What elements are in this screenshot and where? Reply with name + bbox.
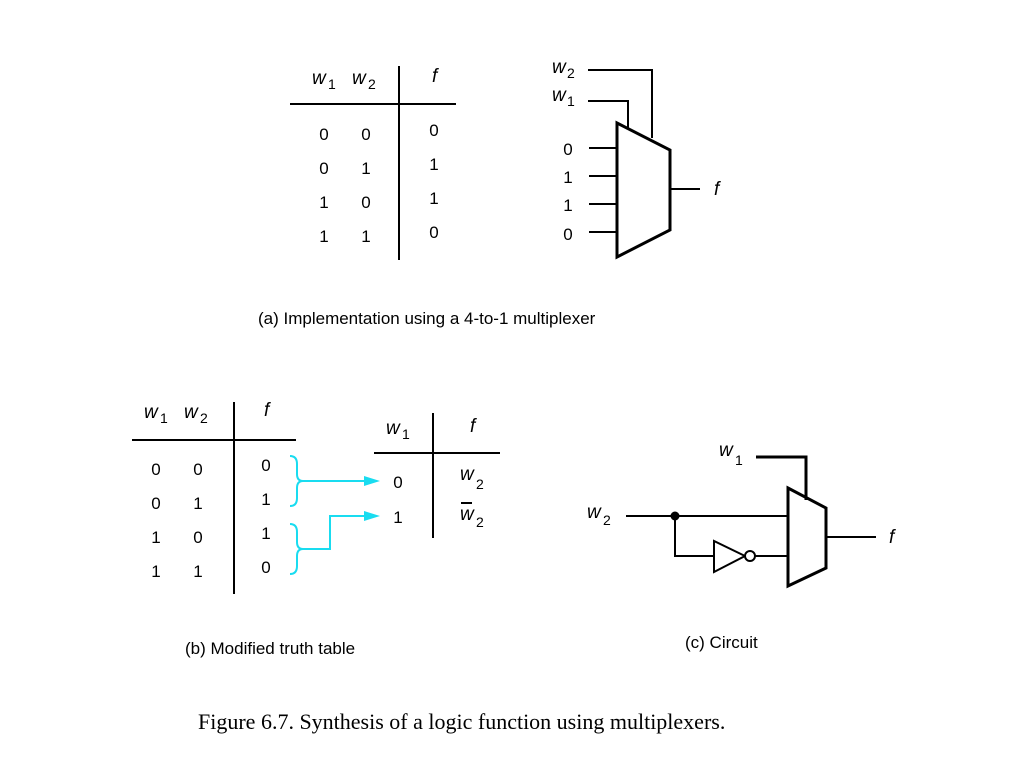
reduced-w1-0: 0	[393, 473, 402, 492]
circuit: w 1 w 2 f	[587, 440, 896, 589]
circuit-output-f: f	[889, 527, 896, 548]
svg-text:w: w	[352, 68, 367, 89]
table-b-w2-1: 1	[193, 494, 202, 513]
reduced-f-0: w 2	[460, 464, 484, 492]
header-w2: w 2	[352, 68, 376, 92]
table-a-w1-2: 1	[319, 193, 328, 212]
table-a-f-3: 0	[429, 223, 438, 242]
truth-table-a: w 1 w 2 f 0 0 0 0 1 1 1 0 1 1 1 0	[290, 66, 456, 260]
table-a-f-0: 0	[429, 121, 438, 140]
reduced-header-w1: w 1	[386, 418, 410, 442]
brace-lower	[289, 523, 304, 575]
svg-text:2: 2	[476, 476, 484, 492]
table-b-f-1: 1	[261, 490, 270, 509]
mux-2to1-body	[786, 485, 828, 589]
mux-4to1: w 2 w 1 0 1 1 0 f	[552, 57, 721, 260]
table-b-w2-3: 1	[193, 562, 202, 581]
circuit-branch-wire	[674, 516, 714, 557]
svg-text:1: 1	[567, 93, 575, 109]
mux-a-w2-wire	[588, 69, 653, 138]
table-b-f-3: 0	[261, 558, 270, 577]
mux-a-output-f: f	[714, 179, 721, 200]
svg-text:w: w	[460, 504, 475, 525]
mux-a-w1-wire	[588, 100, 629, 129]
table-b-w2-2: 0	[193, 528, 202, 547]
mux-a-input-0: 0	[563, 140, 572, 159]
table-b-f-2: 1	[261, 524, 270, 543]
table-a-f-2: 1	[429, 189, 438, 208]
not-gate	[713, 539, 756, 574]
reduced-f-1: w 2	[460, 502, 484, 530]
svg-text:w: w	[144, 402, 159, 423]
circuit-label-w2: w 2	[587, 502, 611, 528]
caption-c: (c) Circuit	[685, 633, 758, 652]
table-b-w1-0: 0	[151, 460, 160, 479]
svg-text:w: w	[460, 464, 475, 485]
svg-text:w: w	[312, 68, 327, 89]
table-a-w1-1: 0	[319, 159, 328, 178]
table-a-w1-3: 1	[319, 227, 328, 246]
mux-a-body	[615, 120, 672, 260]
mux-a-label-w2: w 2	[552, 57, 575, 81]
svg-text:1: 1	[735, 452, 743, 468]
reduced-table: w 1 f 0 w 2 1 w 2	[374, 413, 500, 538]
svg-text:2: 2	[200, 410, 208, 426]
caption-b: (b) Modified truth table	[185, 639, 355, 658]
svg-text:w: w	[552, 57, 567, 78]
header-w1: w 1	[312, 68, 336, 92]
mapping-arrows	[289, 455, 380, 575]
figure-caption: Figure 6.7. Synthesis of a logic functio…	[198, 709, 725, 734]
svg-text:w: w	[587, 502, 602, 523]
svg-text:1: 1	[328, 76, 336, 92]
header-f: f	[432, 66, 439, 87]
svg-text:2: 2	[567, 65, 575, 81]
arrow-upper-head	[364, 476, 380, 486]
table-a-w2-3: 1	[361, 227, 370, 246]
mux-a-input-3: 0	[563, 225, 572, 244]
arrow-lower-head	[364, 511, 380, 521]
svg-text:1: 1	[402, 426, 410, 442]
header-b-w1: w 1	[144, 402, 168, 426]
mux-a-input-2: 1	[563, 196, 572, 215]
brace-upper	[289, 455, 304, 507]
header-b-f: f	[264, 400, 271, 421]
svg-text:2: 2	[603, 512, 611, 528]
svg-text:2: 2	[476, 514, 484, 530]
header-b-w2: w 2	[184, 402, 208, 426]
table-b-w1-3: 1	[151, 562, 160, 581]
table-b-w2-0: 0	[193, 460, 202, 479]
caption-a: (a) Implementation using a 4-to-1 multip…	[258, 309, 596, 328]
not-gate-triangle	[713, 539, 748, 574]
svg-text:w: w	[552, 85, 567, 106]
table-b-f-0: 0	[261, 456, 270, 475]
svg-text:w: w	[386, 418, 401, 439]
table-b-w1-2: 1	[151, 528, 160, 547]
reduced-w1-1: 1	[393, 508, 402, 527]
table-a-w2-2: 0	[361, 193, 370, 212]
table-a-w2-0: 0	[361, 125, 370, 144]
svg-text:w: w	[719, 440, 734, 461]
reduced-header-f: f	[470, 416, 477, 437]
svg-text:1: 1	[160, 410, 168, 426]
truth-table-b: w 1 w 2 f 0 0 0 0 1 1 1 0 1 1 1 0	[132, 400, 296, 594]
mux-a-label-w1: w 1	[552, 85, 575, 109]
circuit-w1-wire	[756, 455, 808, 500]
table-a-w2-1: 1	[361, 159, 370, 178]
svg-text:w: w	[184, 402, 199, 423]
table-a-f-1: 1	[429, 155, 438, 174]
mux-a-input-1: 1	[563, 168, 572, 187]
svg-text:2: 2	[368, 76, 376, 92]
arrow-lower-line	[303, 515, 368, 550]
not-gate-bubble	[744, 550, 756, 562]
circuit-label-w1: w 1	[719, 440, 743, 468]
table-b-w1-1: 0	[151, 494, 160, 513]
table-a-w1-0: 0	[319, 125, 328, 144]
